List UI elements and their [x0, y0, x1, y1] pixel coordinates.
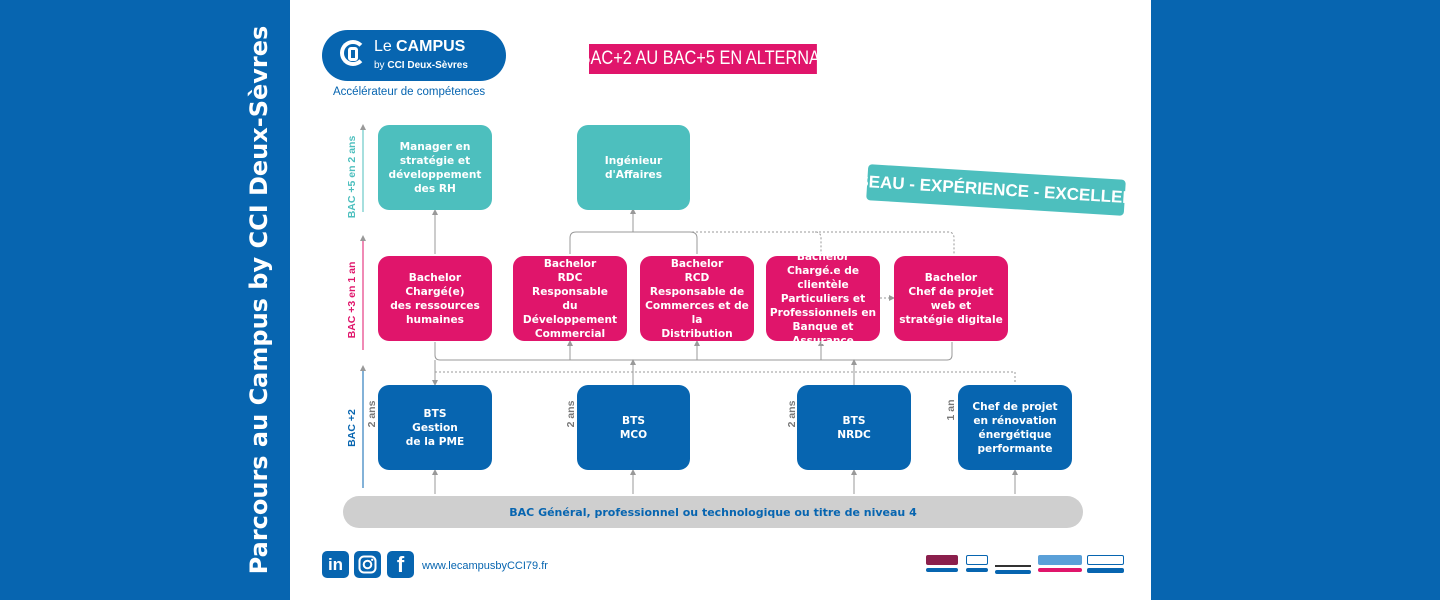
level-bac3-duration: en 1 an — [346, 261, 358, 301]
level-bac5-duration: en 2 ans — [346, 135, 358, 181]
partner-logo-fim — [966, 555, 988, 577]
logo-by-line: by CCI Deux-Sèvres — [374, 60, 468, 71]
logo-org: CCI Deux-Sèvres — [387, 60, 468, 71]
program-manager-rh[interactable]: Manager en stratégie et développement de… — [378, 125, 492, 210]
logo-le: Le — [374, 38, 392, 55]
partner-logo-reseau — [1038, 555, 1082, 577]
instagram-icon[interactable] — [354, 551, 381, 578]
program-ingenieur-affaires[interactable]: Ingénieur d'Affaires — [577, 125, 690, 210]
level-bac3: BAC +3 en 1 an — [346, 262, 358, 339]
instagram-glyph — [358, 555, 377, 574]
partner-logo-negoventis — [926, 555, 958, 577]
partner-logo-cci-competences — [1087, 555, 1124, 577]
program-bts-nrdc[interactable]: BTS NRDC — [797, 385, 911, 470]
poster-panel: Le CAMPUS by CCI Deux-Sèvres Accélérateu… — [290, 0, 1151, 600]
website-link[interactable]: www.lecampusbyCCI79.fr — [422, 560, 548, 572]
duration-nrdc: 2 ans — [786, 400, 798, 428]
side-title: Parcours au Campus by CCI Deux-Sèvres — [245, 25, 273, 575]
linkedin-icon[interactable]: in — [322, 551, 349, 578]
tagline: Accélérateur de compétences — [333, 86, 486, 98]
banner-main: DU BAC+2 AU BAC+5 EN ALTERNANCE — [551, 44, 854, 74]
logo-by: by — [374, 60, 385, 71]
program-bachelor-clientele[interactable]: Bachelor Chargé.e de clientèle Particuli… — [766, 251, 880, 347]
duration-mco: 2 ans — [565, 400, 577, 428]
partner-logo-supdev — [995, 555, 1031, 577]
facebook-icon[interactable]: f — [387, 551, 414, 578]
campus-logo-icon-inner — [348, 47, 358, 61]
campus-logo-icon — [340, 40, 366, 66]
connector-lines — [360, 124, 1018, 494]
level-bac5-label: BAC +5 — [346, 180, 358, 219]
program-bts-mco[interactable]: BTS MCO — [577, 385, 690, 470]
program-bachelor-rcd[interactable]: Bachelor RCD Responsable de Commerces et… — [640, 256, 754, 341]
program-chef-renovation[interactable]: Chef de projet en rénovation énergétique… — [958, 385, 1072, 470]
program-bachelor-rh[interactable]: Bachelor Chargé(e) des ressources humain… — [378, 256, 492, 341]
campus-logo[interactable]: Le CAMPUS by CCI Deux-Sèvres — [322, 30, 506, 81]
bac-prerequisite-bar: BAC Général, professionnel ou technologi… — [343, 496, 1083, 528]
program-bachelor-rdc[interactable]: Bachelor RDC Responsable du Développemen… — [513, 256, 627, 341]
logo-campus: CAMPUS — [396, 38, 466, 55]
level-bac3-label: BAC +3 — [346, 300, 358, 339]
program-bachelor-web[interactable]: Bachelor Chef de projet web et stratégie… — [894, 256, 1008, 341]
program-bts-gpme[interactable]: BTS Gestion de la PME — [378, 385, 492, 470]
duration-gpme: 2 ans — [366, 400, 378, 428]
duration-renovation: 1 an — [945, 399, 957, 421]
level-bac5: BAC +5 en 2 ans — [346, 136, 358, 219]
level-bac2: BAC +2 — [346, 409, 358, 447]
